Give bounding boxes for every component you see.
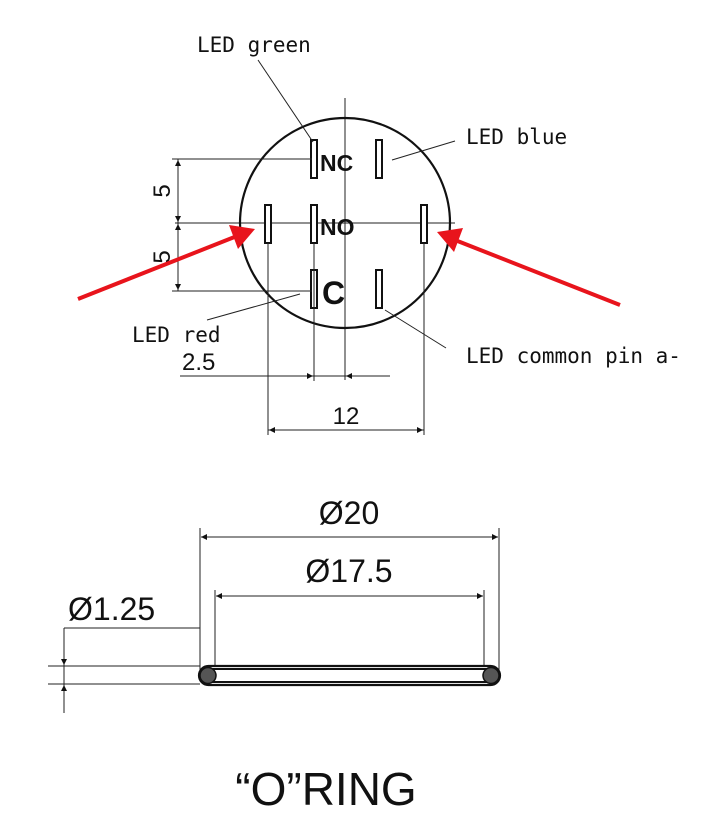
- pin-led-right: [420, 204, 428, 244]
- pin-label-nc: NC: [320, 150, 353, 176]
- dim-ring-inner: Ø17.5: [305, 553, 392, 589]
- red-arrow-left-shaft: [77, 234, 238, 301]
- o-ring-section-left: [199, 666, 217, 685]
- leader-led-blue: [391, 140, 456, 161]
- diagram-title: “O”RING: [235, 763, 416, 815]
- label-led-green: LED green: [197, 33, 311, 57]
- pin-led-blue: [375, 139, 383, 179]
- dim-width: 12: [333, 403, 360, 430]
- red-arrow-right-shaft: [454, 238, 621, 307]
- pin-led-common: [375, 269, 383, 309]
- o-ring-view: Ø20 Ø17.5 Ø1.25 “O”RING: [48, 495, 502, 815]
- pin-no: [310, 204, 318, 244]
- leader-led-common: [384, 309, 447, 349]
- label-led-blue: LED blue: [466, 125, 567, 149]
- dim-ring-outer: Ø20: [319, 495, 379, 531]
- connector-face-view: NC NO C LED green LED blue LED red LED c…: [77, 33, 681, 435]
- dim-offset: 2.5: [182, 349, 215, 376]
- red-arrow-left-head: [229, 225, 255, 249]
- pin-led-left: [264, 204, 272, 244]
- o-ring-section-right: [482, 666, 500, 685]
- pin-label-c: C: [322, 275, 345, 311]
- label-led-red: LED red: [132, 323, 221, 347]
- leader-led-red: [206, 293, 301, 321]
- dim-pitch-top: 5: [149, 184, 176, 197]
- dim-pitch-bottom: 5: [149, 250, 176, 263]
- o-ring-body: [197, 664, 502, 687]
- leader-led-green: [257, 59, 314, 143]
- pin-label-no: NO: [320, 214, 355, 240]
- label-led-common: LED common pin a-: [466, 344, 681, 368]
- connector-body-circle: [238, 116, 452, 330]
- red-arrow-right-head: [437, 228, 463, 252]
- dim-ring-section: Ø1.25: [68, 591, 155, 627]
